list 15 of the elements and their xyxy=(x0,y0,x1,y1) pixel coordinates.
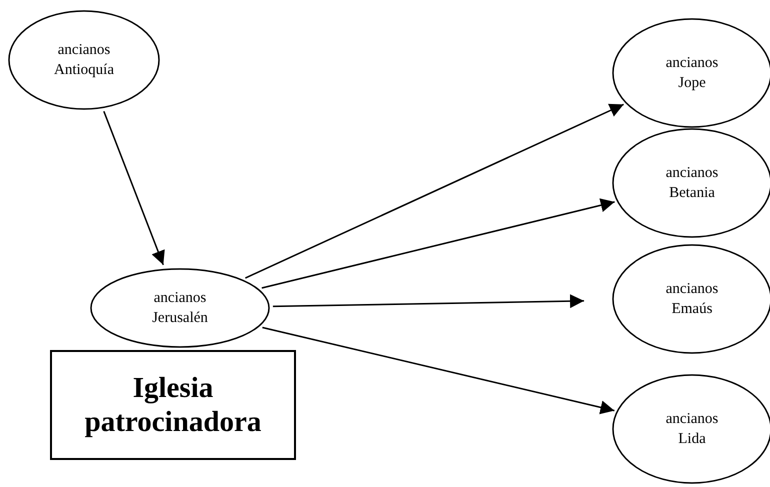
node-label: ancianos Emaús xyxy=(664,280,720,319)
arrow xyxy=(262,198,615,289)
node-label: ancianos Jope xyxy=(664,54,720,93)
node-label: ancianos Jerusalén xyxy=(151,289,209,328)
node-label: ancianos Lida xyxy=(664,410,720,449)
title-box xyxy=(50,350,296,460)
arrow xyxy=(245,104,624,279)
ellipse-node xyxy=(8,10,160,110)
arrow xyxy=(103,110,165,266)
node-label: ancianos Antioquía xyxy=(53,41,115,80)
box-title: Iglesia patrocinadora xyxy=(84,371,262,439)
node-label: ancianos Betania xyxy=(664,164,720,203)
arrow xyxy=(272,294,584,308)
ellipse-node xyxy=(90,268,270,348)
arrow xyxy=(262,326,615,414)
